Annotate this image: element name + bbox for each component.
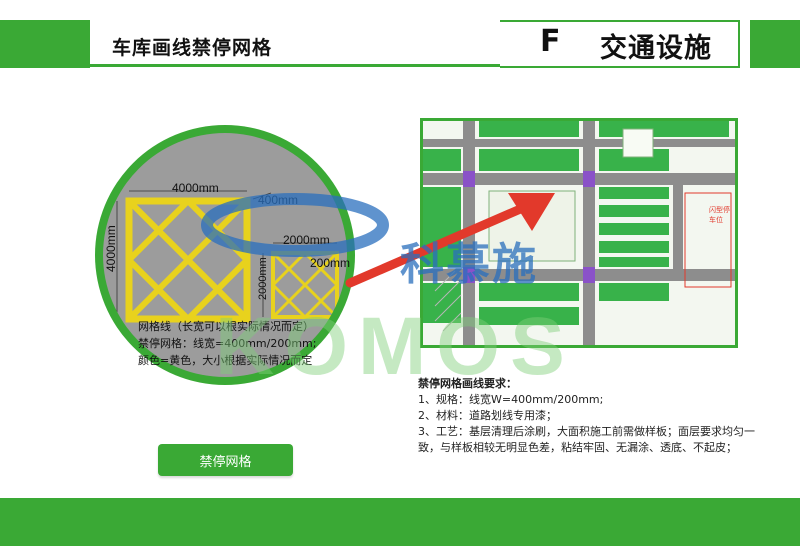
big-height-label: 4000mm — [104, 225, 118, 272]
watermark-en: KOMOS — [215, 301, 575, 392]
page-title: 车库画线禁停网格 — [112, 37, 273, 59]
requirement-item: 2、材料：道路划线专用漆； — [418, 409, 557, 422]
section-title: 交通设施 — [600, 33, 712, 64]
section-letter: F — [540, 24, 561, 59]
small-line-width-label: 200mm — [310, 256, 351, 270]
big-hatch-grid — [125, 197, 251, 323]
watermark-logo-ring — [201, 193, 389, 257]
diagram-circle — [103, 133, 347, 377]
requirements-block: 禁停网格画线要求： 1、规格：线宽W=400mm/200mm; 2、材料：道路划… — [418, 376, 758, 456]
pointer-arrow — [345, 193, 555, 288]
requirements-title: 禁停网格画线要求： — [418, 377, 517, 390]
map-label: 闪型停车位 — [709, 206, 730, 224]
requirement-item: 1、规格：线宽W=400mm/200mm; — [418, 393, 604, 406]
diagram-note-1: 网格线（长宽可以根实际情况而定） — [138, 320, 314, 333]
section-title-box — [500, 20, 740, 68]
diagram-note-3: 颜色=黄色，大小根据实际情况而定 — [138, 354, 313, 367]
grid-diagram — [116, 190, 339, 323]
watermark-cn: 科慕施 — [400, 239, 538, 290]
big-width-label: 4000mm — [172, 181, 219, 195]
small-height-label: 2000mm — [257, 257, 269, 300]
requirement-item: 3、工艺：基层清理后涂刷，大面积施工前需做样板；面层要求均匀一致，与样板相较无明… — [418, 425, 755, 454]
diagram-note-2: 禁停网格：线宽=400mm/200mm; — [138, 337, 317, 350]
no-parking-grid-button[interactable]: 禁停网格 — [158, 444, 293, 476]
header-underline — [90, 64, 500, 67]
footer-bar — [0, 498, 800, 546]
header-right-accent — [750, 20, 800, 68]
small-width-label: 2000mm — [283, 233, 330, 247]
header-left-accent — [0, 20, 90, 68]
